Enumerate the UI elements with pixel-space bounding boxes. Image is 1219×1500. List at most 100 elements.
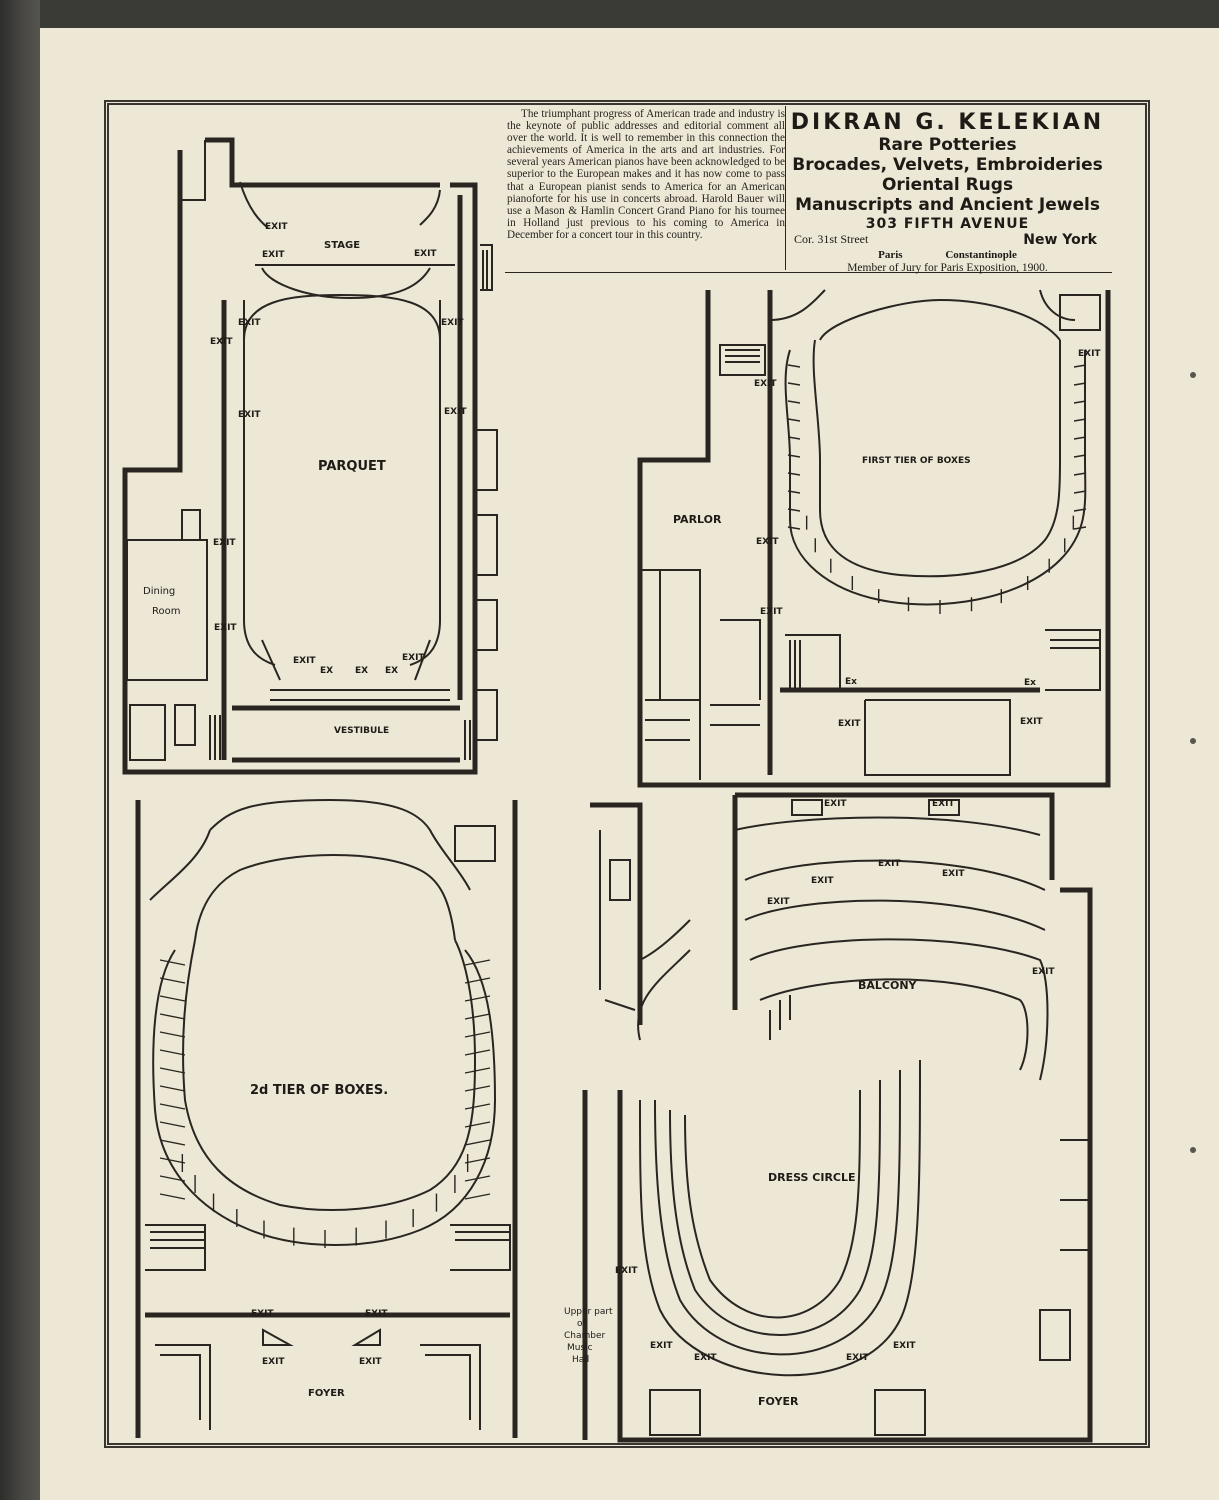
box-partition (1073, 418, 1087, 422)
chamber-label-4: Music (567, 1343, 593, 1353)
exit-label: EXIT (210, 337, 233, 347)
box-partition (787, 418, 801, 422)
exit-label: EXIT (615, 1266, 638, 1276)
dress-circle-label: DRESS CIRCLE (768, 1171, 856, 1184)
box-partition (1073, 490, 1087, 494)
box-partition (1073, 472, 1087, 476)
box-partition (464, 977, 491, 984)
box-partition (787, 400, 801, 404)
exit-label: EXIT (359, 1357, 382, 1367)
ad-line-manuscripts: Manuscripts and Ancient Jewels (795, 195, 1100, 215)
foyer-label: FOYER (308, 1388, 345, 1399)
exit-label: EXIT (893, 1341, 916, 1351)
box-partition (464, 1085, 491, 1092)
box-partition (464, 959, 491, 966)
exit-label: EXIT (365, 1309, 388, 1319)
balcony-label: BALCONY (858, 979, 918, 992)
parlor-label: PARLOR (673, 513, 722, 526)
ex-label: Ex (1024, 678, 1036, 688)
box-partition (787, 490, 801, 494)
chamber-label-2: of (577, 1319, 587, 1329)
box-partition (1073, 526, 1087, 530)
box-partition (159, 1175, 186, 1182)
program-page (40, 28, 1219, 1500)
exit-label: EXIT (932, 799, 955, 809)
ad-street-row: Cor. 31st Street New York (786, 232, 1109, 248)
box-partition (1073, 436, 1087, 440)
piano-notice-text: The triumphant progress of American trad… (507, 108, 785, 241)
exit-label: EXIT (262, 1357, 285, 1367)
exit-label: EXIT (444, 407, 467, 417)
exit-label: EXIT (214, 623, 237, 633)
advertiser-name: DIKRAN G. KELEKIAN (790, 110, 1105, 135)
exit-label: EXIT (213, 538, 236, 548)
exit-label: EXIT (650, 1341, 673, 1351)
exit-label: EXIT (1032, 967, 1055, 977)
exit-label: EXIT (238, 318, 261, 328)
ad-jury: Member of Jury for Paris Exposition, 190… (847, 262, 1048, 274)
box-partition (159, 995, 186, 1002)
ex-label: EX (385, 666, 398, 676)
exit-label: EXIT (846, 1353, 869, 1363)
box-partitions (159, 364, 1087, 1248)
vestibule-label: VESTIBULE (334, 726, 389, 736)
box-partition (159, 959, 186, 966)
first-tier-label: FIRST TIER OF BOXES (862, 456, 971, 466)
exit-label: EXIT (1078, 349, 1101, 359)
exit-label: EXIT (238, 410, 261, 420)
ad-street: Cor. 31st Street (794, 232, 869, 246)
page-border (104, 100, 1150, 1448)
exit-label: EXIT (756, 537, 779, 547)
punch-hole (1190, 738, 1196, 744)
book-binding (0, 0, 40, 1500)
exit-label: EXIT (767, 897, 790, 907)
box-partition (1073, 454, 1087, 458)
box-partition (464, 1121, 491, 1128)
ex-label: EX (320, 666, 333, 676)
box-partition (464, 1193, 491, 1200)
chamber-label-5: Hall (572, 1355, 589, 1365)
box-partition (1073, 382, 1087, 386)
exit-label: EXIT (878, 859, 901, 869)
dining-label-2: Room (152, 606, 180, 617)
dining-label-1: Dining (143, 586, 175, 597)
box-partition (159, 1049, 186, 1056)
ad-line-rugs: Oriental Rugs (881, 175, 1014, 195)
box-partition (159, 1139, 186, 1146)
kelekian-advertisement: DIKRAN G. KELEKIAN Rare Potteries Brocad… (785, 106, 1109, 274)
box-partition (787, 526, 801, 530)
foyer-label: FOYER (758, 1395, 799, 1408)
box-partition (159, 1085, 186, 1092)
exit-label: EXIT (694, 1353, 717, 1363)
exit-label: EXIT (251, 1309, 274, 1319)
first-tier-plan: FIRST TIER OF BOXES PARLOR EXIT EXIT EXI… (637, 289, 1111, 788)
exit-label: EXIT (402, 653, 425, 663)
box-partition (159, 1157, 186, 1164)
exit-label: EXIT (414, 249, 437, 259)
box-partition (464, 1139, 491, 1146)
box-partition (464, 1049, 491, 1056)
exit-label: EXIT (265, 222, 288, 232)
box-partition (1073, 364, 1087, 368)
exit-label: EXIT (824, 799, 847, 809)
punch-hole (1190, 372, 1196, 378)
stage-label: STAGE (324, 240, 360, 251)
ex-label: EX (355, 666, 368, 676)
piano-notice: The triumphant progress of American trad… (507, 108, 785, 272)
second-tier-plan: 2d TIER OF BOXES. FOYER EXIT EXIT EXIT E… (135, 798, 518, 1438)
ad-line-potteries: Rare Potteries (878, 135, 1017, 155)
ad-address: 303 FIFTH AVENUE (865, 216, 1030, 232)
exit-label: EXIT (441, 318, 464, 328)
ad-rule (505, 272, 1112, 273)
exit-label: EXIT (811, 876, 834, 886)
box-partition (464, 1157, 491, 1164)
ad-city: New York (1023, 232, 1097, 248)
ad-line-brocades: Brocades, Velvets, Embroideries (792, 155, 1103, 175)
box-partition (787, 382, 801, 386)
exit-label: EXIT (293, 656, 316, 666)
punch-hole (1190, 1147, 1196, 1153)
box-partition (464, 1013, 491, 1020)
box-partition (159, 1013, 186, 1020)
second-tier-label: 2d TIER OF BOXES. (250, 1083, 388, 1098)
box-partition (464, 995, 491, 1002)
